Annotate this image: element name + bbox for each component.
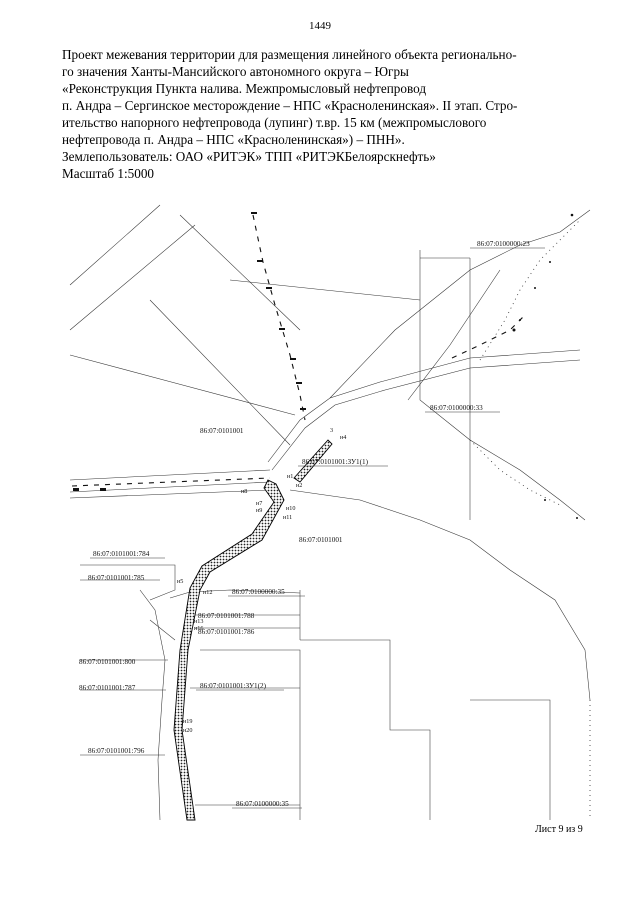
point-label: н20 [183,727,193,734]
parcel-label: 86:07:0100000:33 [430,404,483,412]
parcel-label: 86:07:0101001:785 [88,574,145,582]
point-label: н11 [283,514,292,521]
header-line: Проект межевания территории для размещен… [62,47,517,62]
parcel-label: 86:07:0100000:35 [232,588,285,596]
parcel-labels: 86:07:0100000:23 86:07:0100000:33 86:07:… [79,240,545,809]
survey-marks [73,212,578,519]
dashed-corridors [71,214,526,487]
page-number: 1449 [309,20,331,32]
point-label: 3 [330,427,333,434]
parcel-label: 86:07:0101001 [299,536,343,544]
point-label: н10 [286,505,296,512]
point-label: н16 [194,625,204,632]
point-labels: 3 н4 н1 н2 н8 н7 н9 н10 н11 н5 н12 н13 н… [177,427,346,734]
header-line: ительство напорного нефтепровода (лупинг… [62,115,487,130]
point-label: н1 [287,473,293,480]
parcel-label: 86:07:0100000:35 [236,800,289,808]
point-label: н7 [256,500,262,507]
header-line: «Реконструкция Пункта налива. Межпромысл… [62,81,427,96]
parcel-label: 86:07:0101001:ЗУ1(1) [302,458,369,466]
point-label: н9 [256,507,262,514]
parcel-label: 86:07:0100000:23 [477,240,530,248]
point-label: н4 [340,434,346,441]
dotted-corridors [469,219,591,820]
parcel-label: 86:07:0101001:784 [93,550,150,558]
landowner-line: Землепользователь: ОАО «РИТЭК» ТПП «РИТЭ… [62,149,436,164]
parcel-label: 86:07:0101001:787 [79,684,136,692]
parcel-label: 86:07:0101001 [200,427,244,435]
point-label: н8 [241,488,247,495]
parcel-label: 86:07:0101001:ЗУ1(2) [200,682,267,690]
scale-line: Масштаб 1:5000 [62,166,155,181]
point-label: н19 [183,718,193,725]
parcel-label: 86:07:0101001:796 [88,747,145,755]
parcel-label: 86:07:0101001:800 [79,658,136,666]
point-label: н2 [296,482,302,489]
sheet-number: Лист 9 из 9 [535,824,583,835]
allotment-zu1 [173,439,333,821]
header-line: го значения Ханты-Мансийского автономног… [62,64,409,79]
point-label: н12 [203,589,213,596]
header-line: нефтепровода п. Андра – НПС «Красноленин… [62,132,405,147]
point-label: н5 [177,578,183,585]
header-line: п. Андра – Сергинское месторождение – НП… [62,98,518,113]
document-header: Проект межевания территории для размещен… [62,46,592,182]
parcel-label: 86:07:0101001:786 [198,628,255,636]
parcel-label: 86:07:0101001:788 [198,612,255,620]
map-linework [69,204,591,821]
point-label: н13 [194,618,204,625]
